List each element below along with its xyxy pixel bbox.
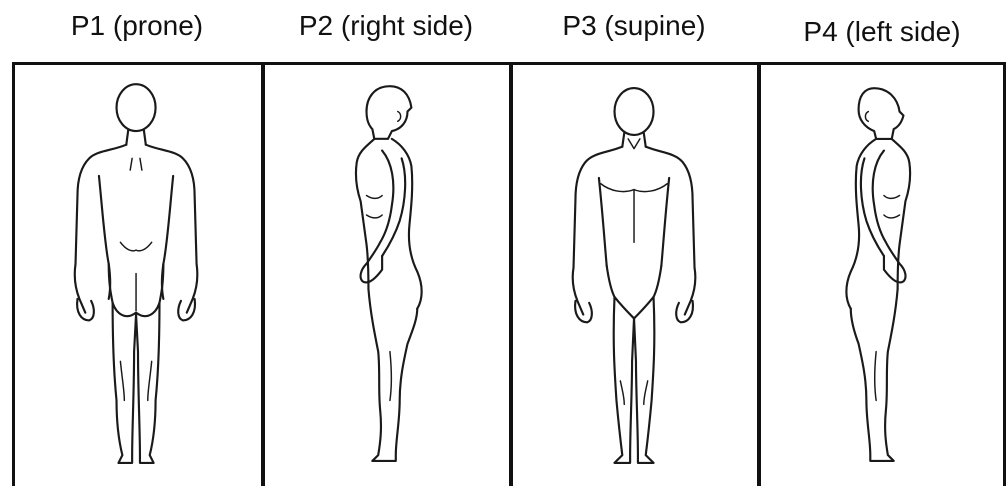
figure-front-view-icon <box>513 65 757 486</box>
figure-right-side-view-icon <box>265 65 509 486</box>
panel-p1-prone <box>12 62 264 486</box>
panel-label-p1: P1 (prone) <box>12 10 262 50</box>
panel-label-p2: P2 (right side) <box>262 10 510 50</box>
figure-left-side-view-icon <box>761 65 1003 486</box>
panel-label-p4: P4 (left side) <box>758 16 1006 56</box>
figure-back-view-icon <box>15 65 261 486</box>
panel-p3-supine <box>510 62 760 486</box>
panel-label-p3: P3 (supine) <box>510 10 758 50</box>
panel-p2-right-side <box>262 62 512 486</box>
panel-p4-left-side <box>758 62 1006 486</box>
